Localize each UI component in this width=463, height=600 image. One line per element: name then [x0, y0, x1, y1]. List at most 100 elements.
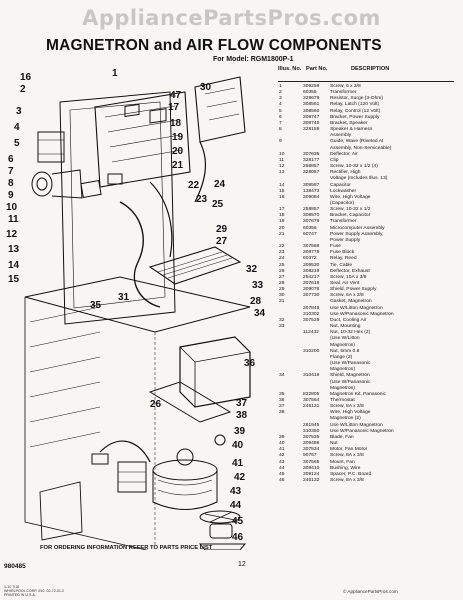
table-row: Assembly, Non-Serviceable): [278, 146, 458, 152]
callout-labels: 1 16 2 3 4 5 6 7 8 9 10 11 12 13 14 15 1…: [6, 68, 266, 543]
callout-3: 3: [16, 106, 22, 117]
part-description: Lockwasher: [330, 188, 357, 194]
callout-36: 36: [244, 358, 256, 369]
illus-number: 40: [279, 441, 285, 447]
print-info-line: 1-10 7/18: [4, 585, 20, 589]
part-number: 328159: [303, 127, 320, 133]
part-description: Magnetron): [330, 367, 356, 373]
callout-20: 20: [172, 146, 184, 157]
part-number: 308219: [303, 268, 320, 274]
table-header-rule: [278, 81, 454, 82]
callout-11: 11: [8, 214, 19, 225]
illus-number: 46: [279, 478, 285, 483]
part-description: Fuse: [330, 244, 341, 250]
part-description: Assembly, Non-Serviceable): [330, 145, 392, 151]
illus-number: 17: [279, 207, 285, 213]
part-description: Screw, 10-32 x 1/2 (4): [330, 164, 378, 170]
print-info-line: PRINTED IN U.S.A.: [4, 593, 36, 598]
part-description: Assembly: [330, 133, 352, 139]
part-description: Clip: [330, 157, 339, 163]
exploded-parts-diagram: 1 16 2 3 4 5 6 7 8 9 10 11 12 13 14 15 1…: [6, 68, 266, 550]
part-description: Fuse Block: [330, 250, 355, 256]
part-number: 309258: [303, 84, 320, 89]
part-description: Magnetron (2): [330, 416, 361, 422]
part-description: Resistor, Surge (3-Ohm): [330, 96, 383, 102]
part-number: 309486: [303, 441, 320, 447]
part-number: 309084: [303, 194, 320, 200]
part-description: Mount, Fan: [330, 459, 355, 465]
illus-number: 37: [279, 404, 285, 410]
table-row: Voltage (Includes Illus. 13): [278, 176, 458, 182]
part-description: Transformer: [330, 219, 357, 225]
part-description: Use W/Panasonic Magnetron: [330, 428, 394, 434]
part-description: Screw, 8A x 3/8: [330, 453, 364, 459]
illus-number: 4: [279, 102, 282, 108]
callout-25: 25: [212, 199, 224, 210]
illus-number: 28: [279, 281, 285, 286]
part-description: Deflector, Air: [330, 151, 358, 157]
table-row: (Use W/Panasonic: [278, 361, 458, 367]
callout-10: 10: [6, 202, 18, 213]
part-number: 258857: [303, 164, 320, 170]
part-number: 307849: [303, 305, 320, 311]
part-number: 90767: [303, 453, 317, 459]
part-description: (Capacitor): [330, 200, 355, 206]
illus-number: 20: [279, 225, 285, 231]
part-number: 307568: [303, 244, 320, 250]
page-title: MAGNETRON and AIR FLOW COMPONENTS: [46, 37, 382, 54]
part-number: 261945: [303, 422, 320, 428]
col-header-part: Part No.: [306, 66, 328, 72]
illus-number: 36: [279, 397, 285, 403]
illus-number: 2: [279, 90, 282, 96]
part-description: Bracket, Capacitor: [330, 213, 371, 219]
callout-43: 43: [230, 486, 242, 497]
illus-number: 1: [279, 84, 282, 89]
callout-18: 18: [170, 118, 182, 129]
callout-23: 23: [196, 194, 208, 205]
part-description: Speaker & Harness: [330, 127, 373, 133]
table-row: Magnetron): [278, 343, 458, 349]
callout-17: 17: [168, 102, 180, 113]
part-description: Spacer, P.C. Board: [330, 471, 372, 477]
part-number: 308560: [303, 108, 320, 114]
part-description: Gasket, Magnetron: [330, 299, 372, 305]
part-number: 60356: [303, 225, 317, 231]
part-number: 307535: [303, 434, 320, 440]
part-number: 308747: [303, 114, 320, 120]
illus-number: 21: [279, 231, 285, 237]
callout-21: 21: [172, 160, 184, 171]
illus-number: 13: [279, 170, 285, 176]
ordering-note: FOR ORDERING INFORMATION REFER TO PARTS …: [40, 545, 213, 551]
illus-number: 27: [279, 274, 285, 280]
callout-26: 26: [150, 399, 162, 410]
callout-34: 34: [254, 308, 266, 319]
illus-number: 39: [279, 434, 285, 440]
part-description: Bracket, Speaker: [330, 120, 368, 126]
part-description: Nut, 5mm 0.8: [330, 348, 360, 354]
print-info: 1-10 7/18 WHIRLPOOL CORP. INC. 02-72-01-…: [4, 585, 64, 598]
callout-32: 32: [246, 264, 258, 275]
table-row: Magnetron): [278, 386, 458, 392]
part-number: 308775: [303, 250, 320, 256]
callout-35: 35: [90, 300, 102, 311]
illus-number: 3: [279, 96, 282, 102]
illus-number: 25: [279, 262, 285, 268]
